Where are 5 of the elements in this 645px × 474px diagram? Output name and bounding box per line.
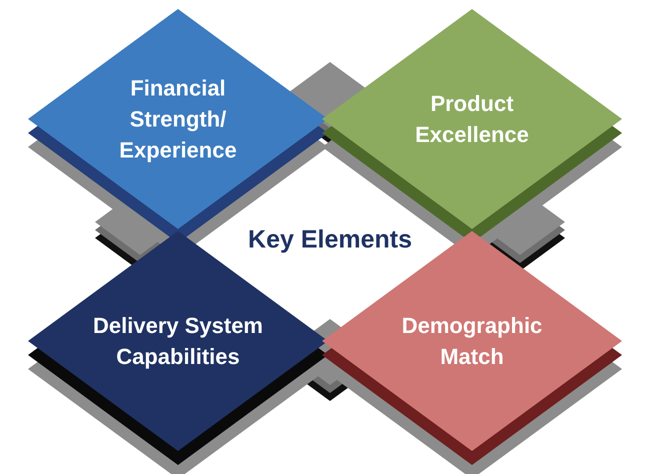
tile-title: Financial Strength/ Experience xyxy=(118,74,238,164)
tile-title: Delivery System Capabilities xyxy=(92,312,264,371)
center-heading: Key Elements xyxy=(248,226,412,254)
tile-title: Demographic Match xyxy=(400,312,544,371)
tile-title: Product Excellence xyxy=(414,90,530,149)
